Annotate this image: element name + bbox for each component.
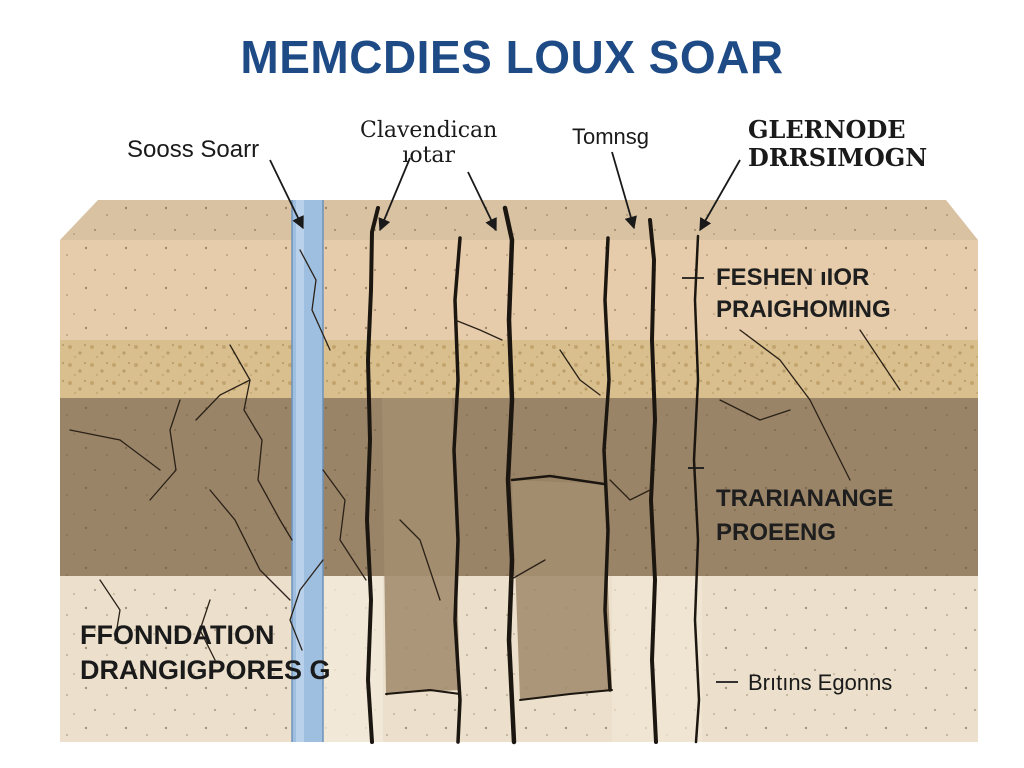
leader-arrow-icon xyxy=(467,171,497,232)
diagram-title: MEMCDIES LOUX SOAR xyxy=(240,31,784,83)
layer-gravel-texture xyxy=(60,340,978,398)
crack-2 xyxy=(452,236,462,744)
label-britans: Brıtıns Egonns xyxy=(748,670,893,695)
crack-6 xyxy=(692,234,701,744)
label-glernode-line1: GLERNODE xyxy=(748,115,906,144)
block-top-face-shade xyxy=(60,200,978,240)
layer-topsoil-texture xyxy=(60,240,978,340)
base-light-column-right xyxy=(612,576,702,742)
base-light-column xyxy=(323,576,383,742)
label-feshen-line1: FESHEN ıIOR xyxy=(716,264,870,291)
crack-horizontal xyxy=(510,474,606,486)
leader-arrows xyxy=(269,151,741,683)
label-fondation-line2: DRANGIGPORES G xyxy=(80,655,331,686)
drainage-pipe-highlight xyxy=(296,200,304,742)
label-feshen-line2: PRAIGHOMING xyxy=(716,296,891,324)
label-fondation-line1: FFONNDATION xyxy=(80,620,275,650)
label-glernode-line2: DRRSIMOGN xyxy=(748,142,928,172)
sunken-soil-block xyxy=(382,398,460,694)
leader-arrow-icon xyxy=(611,151,637,230)
crack-4 xyxy=(602,236,612,692)
label-fondation: FFONNDATION DRANGIGPORES G xyxy=(80,618,331,688)
label-tomnsg: Tomnsg xyxy=(572,124,650,149)
label-clavendican-line2: ıotar xyxy=(402,143,456,169)
leader-arrow-icon xyxy=(378,157,411,232)
crack-bottom-2 xyxy=(519,689,613,701)
label-trarianange-line2: PROEENG xyxy=(716,518,837,546)
crack-bottom xyxy=(385,689,461,695)
crack-1 xyxy=(365,206,380,744)
crack-3 xyxy=(502,205,517,745)
leader-arrow-icon xyxy=(269,159,304,230)
crack-5 xyxy=(648,218,658,744)
label-trarianange-line1: TRARIANANGE xyxy=(716,485,894,512)
label-feshen: FESHEN ıIOR PRAIGHOMING xyxy=(716,262,891,327)
label-sooss-soarr: Sooss Soarr xyxy=(127,136,260,163)
leader-arrow-icon xyxy=(699,159,741,232)
label-clavendican-line1: Clavendican xyxy=(360,118,498,143)
label-trarianange: TRARIANANGE PROEENG xyxy=(716,482,893,549)
label-glernode: GLERNODE DRRSIMOGN xyxy=(748,116,927,171)
sunken-soil-block-2 xyxy=(512,480,612,700)
label-clavendican: Clavendican ıotar xyxy=(360,118,497,169)
major-cracks xyxy=(365,205,701,745)
fine-cracks xyxy=(69,249,901,661)
